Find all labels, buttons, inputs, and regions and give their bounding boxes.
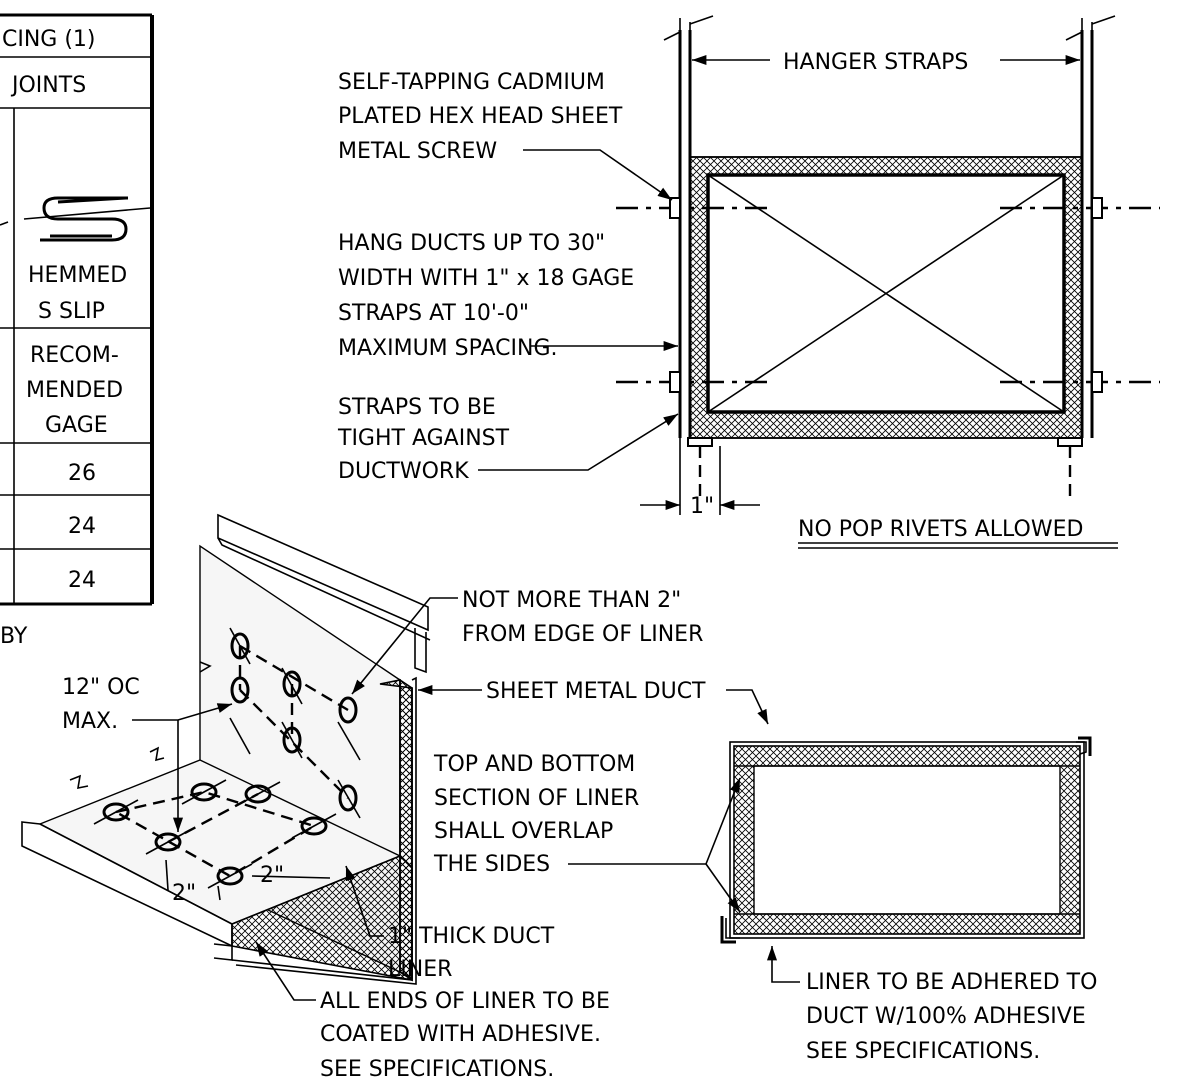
edge-note-line-2: FROM EDGE OF LINER — [462, 622, 703, 647]
hang-note-line-4: MAXIMUM SPACING. — [338, 336, 557, 361]
gage-label-1: RECOM- — [30, 343, 119, 368]
screw-head-icon — [669, 371, 681, 393]
strap-width-dimension: 1" — [690, 494, 714, 519]
slip-label-1: HEMMED — [28, 263, 127, 288]
ends-note-line-3: SEE SPECIFICATIONS. — [320, 1057, 554, 1082]
screw-head-icon — [669, 197, 681, 219]
liner-fastening-detail: 12" OC MAX. NOT MORE THAN 2" FROM EDGE O… — [21, 513, 769, 1082]
straps-note-line-3: DUCTWORK — [338, 459, 469, 484]
s-slip-icon — [0, 196, 151, 242]
screw-head-icon — [1091, 371, 1103, 393]
slip-label-2: S SLIP — [38, 299, 105, 324]
screw-note-line-1: SELF-TAPPING CADMIUM — [338, 70, 605, 95]
hang-note-line-2: WIDTH WITH 1" x 18 GAGE — [338, 266, 634, 291]
spacing-note-line-1: 12" OC — [62, 675, 140, 700]
straps-note-line-2: TIGHT AGAINST — [337, 426, 510, 451]
straps-note-line-1: STRAPS TO BE — [338, 395, 496, 420]
dim-2in-b: 2" — [260, 863, 284, 888]
sheet-metal-duct-label: SHEET METAL DUCT — [486, 679, 706, 704]
gage-table: CING (1) JOINTS HEMMED S SLIP RECOM- MEN… — [0, 13, 154, 649]
gage-label-2: MENDED — [26, 378, 123, 403]
screw-note-line-2: PLATED HEX HEAD SHEET — [338, 104, 623, 129]
hang-note-line-1: HANG DUCTS UP TO 30" — [338, 231, 605, 256]
hanger-detail: 1" HANGER STRAPS SELF-TAPPING CADMIUM PL… — [337, 15, 1160, 549]
overlap-note-line-1: TOP AND BOTTOM — [433, 752, 635, 777]
dim-2in-a: 2" — [172, 881, 196, 906]
adhered-note-line-2: DUCT W/100% ADHESIVE — [806, 1004, 1086, 1029]
hanger-straps-label: HANGER STRAPS — [783, 50, 968, 75]
thick-liner-line-2: LINER — [388, 957, 452, 982]
spacing-note-line-2: MAX. — [62, 709, 118, 734]
duct-section-detail: TOP AND BOTTOM SECTION OF LINER SHALL OV… — [433, 736, 1097, 1064]
screw-note-line-3: METAL SCREW — [338, 139, 497, 164]
overlap-note-line-4: THE SIDES — [433, 852, 550, 877]
no-pop-rivets-note: NO POP RIVETS ALLOWED — [798, 517, 1083, 542]
table-footnote-fragment: BY — [0, 624, 28, 649]
hang-note-line-3: STRAPS AT 10'-0" — [338, 301, 529, 326]
gage-row-2: 24 — [68, 514, 96, 539]
gage-row-1: 26 — [68, 461, 96, 486]
ends-note-line-1: ALL ENDS OF LINER TO BE — [320, 989, 610, 1014]
gage-label-3: GAGE — [45, 413, 108, 438]
table-header-spacing: CING (1) — [2, 27, 96, 52]
adhered-note-line-1: LINER TO BE ADHERED TO — [806, 970, 1097, 995]
table-header-joints: JOINTS — [10, 73, 86, 98]
edge-note-line-1: NOT MORE THAN 2" — [462, 588, 681, 613]
thick-liner-line-1: 1" THICK DUCT — [388, 924, 555, 949]
screw-head-icon — [1091, 197, 1103, 219]
gage-row-3: 24 — [68, 568, 96, 593]
overlap-note-line-3: SHALL OVERLAP — [434, 819, 613, 844]
ends-note-line-2: COATED WITH ADHESIVE. — [320, 1022, 601, 1047]
overlap-note-line-2: SECTION OF LINER — [434, 786, 639, 811]
adhered-note-line-3: SEE SPECIFICATIONS. — [806, 1039, 1040, 1064]
